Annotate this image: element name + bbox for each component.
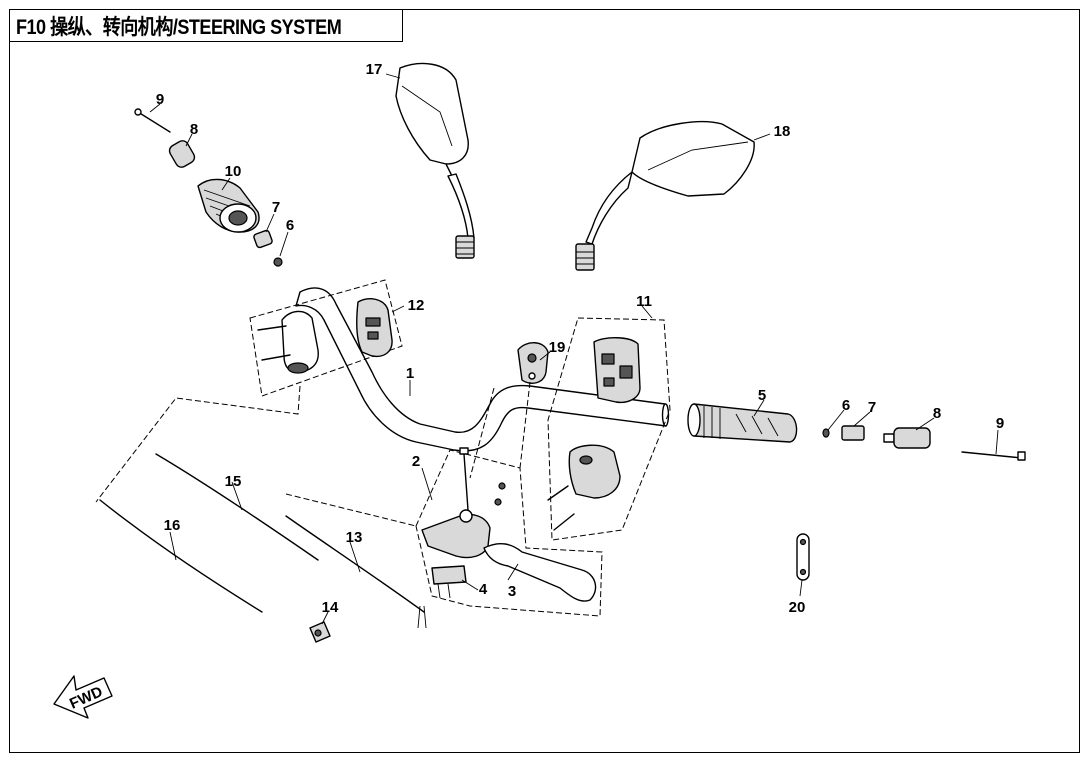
callout-13: 13 — [346, 529, 363, 546]
callout-12: 12 — [408, 297, 425, 314]
bracket-part-19 — [517, 342, 549, 384]
bracket-routing-dash — [469, 381, 531, 479]
callout-1: 1 — [406, 365, 414, 382]
callout-15: 15 — [225, 473, 242, 490]
tag-part-20 — [796, 533, 810, 581]
page-title: F10 操纵、转向机构/STEERING SYSTEM — [16, 15, 342, 39]
callout-2: 2 — [412, 453, 420, 470]
callout-10: 10 — [225, 163, 242, 180]
left-mirror-part — [395, 62, 475, 259]
callout-20: 20 — [789, 599, 806, 616]
clutch-lever-part — [421, 447, 597, 602]
right-mirror-part — [575, 121, 755, 271]
callout-3: 3 — [508, 583, 516, 600]
callout-17: 17 — [366, 61, 383, 78]
callout-11: 11 — [636, 293, 652, 310]
left-switch-group-box — [249, 279, 403, 397]
callout-14: 14 — [322, 599, 339, 616]
leader-lines — [149, 73, 999, 625]
callout-16: 16 — [164, 517, 181, 534]
cable-routing-dash-mid — [285, 493, 417, 527]
callout-6-right: 6 — [842, 397, 850, 414]
right-grip-assembly — [687, 403, 1026, 461]
callout-6-left: 6 — [286, 217, 294, 234]
drawing-frame — [9, 9, 1080, 753]
callout-19: 19 — [549, 339, 566, 356]
callout-5: 5 — [758, 387, 766, 404]
callout-8-left: 8 — [190, 121, 198, 138]
left-switch-housing-part — [257, 298, 393, 374]
forward-direction-arrow-icon: FWD — [53, 675, 113, 719]
callout-18: 18 — [774, 123, 791, 140]
title-block: F10 操纵、转向机构/STEERING SYSTEM — [9, 9, 404, 42]
callout-9-right: 9 — [996, 415, 1004, 432]
cables — [99, 453, 427, 629]
callout-7-right: 7 — [868, 399, 876, 416]
right-switch-group-box — [547, 317, 671, 541]
callout-9-left: 9 — [156, 91, 164, 108]
clip-part-14 — [309, 621, 331, 643]
cable-routing-dash-left — [95, 385, 301, 503]
clutch-lever-group-box — [415, 449, 603, 617]
callout-8-right: 8 — [933, 405, 941, 422]
callout-7-left: 7 — [272, 199, 280, 216]
callout-4: 4 — [479, 581, 488, 598]
left-grip-assembly — [134, 108, 283, 267]
right-switch-housing-part — [547, 337, 641, 531]
